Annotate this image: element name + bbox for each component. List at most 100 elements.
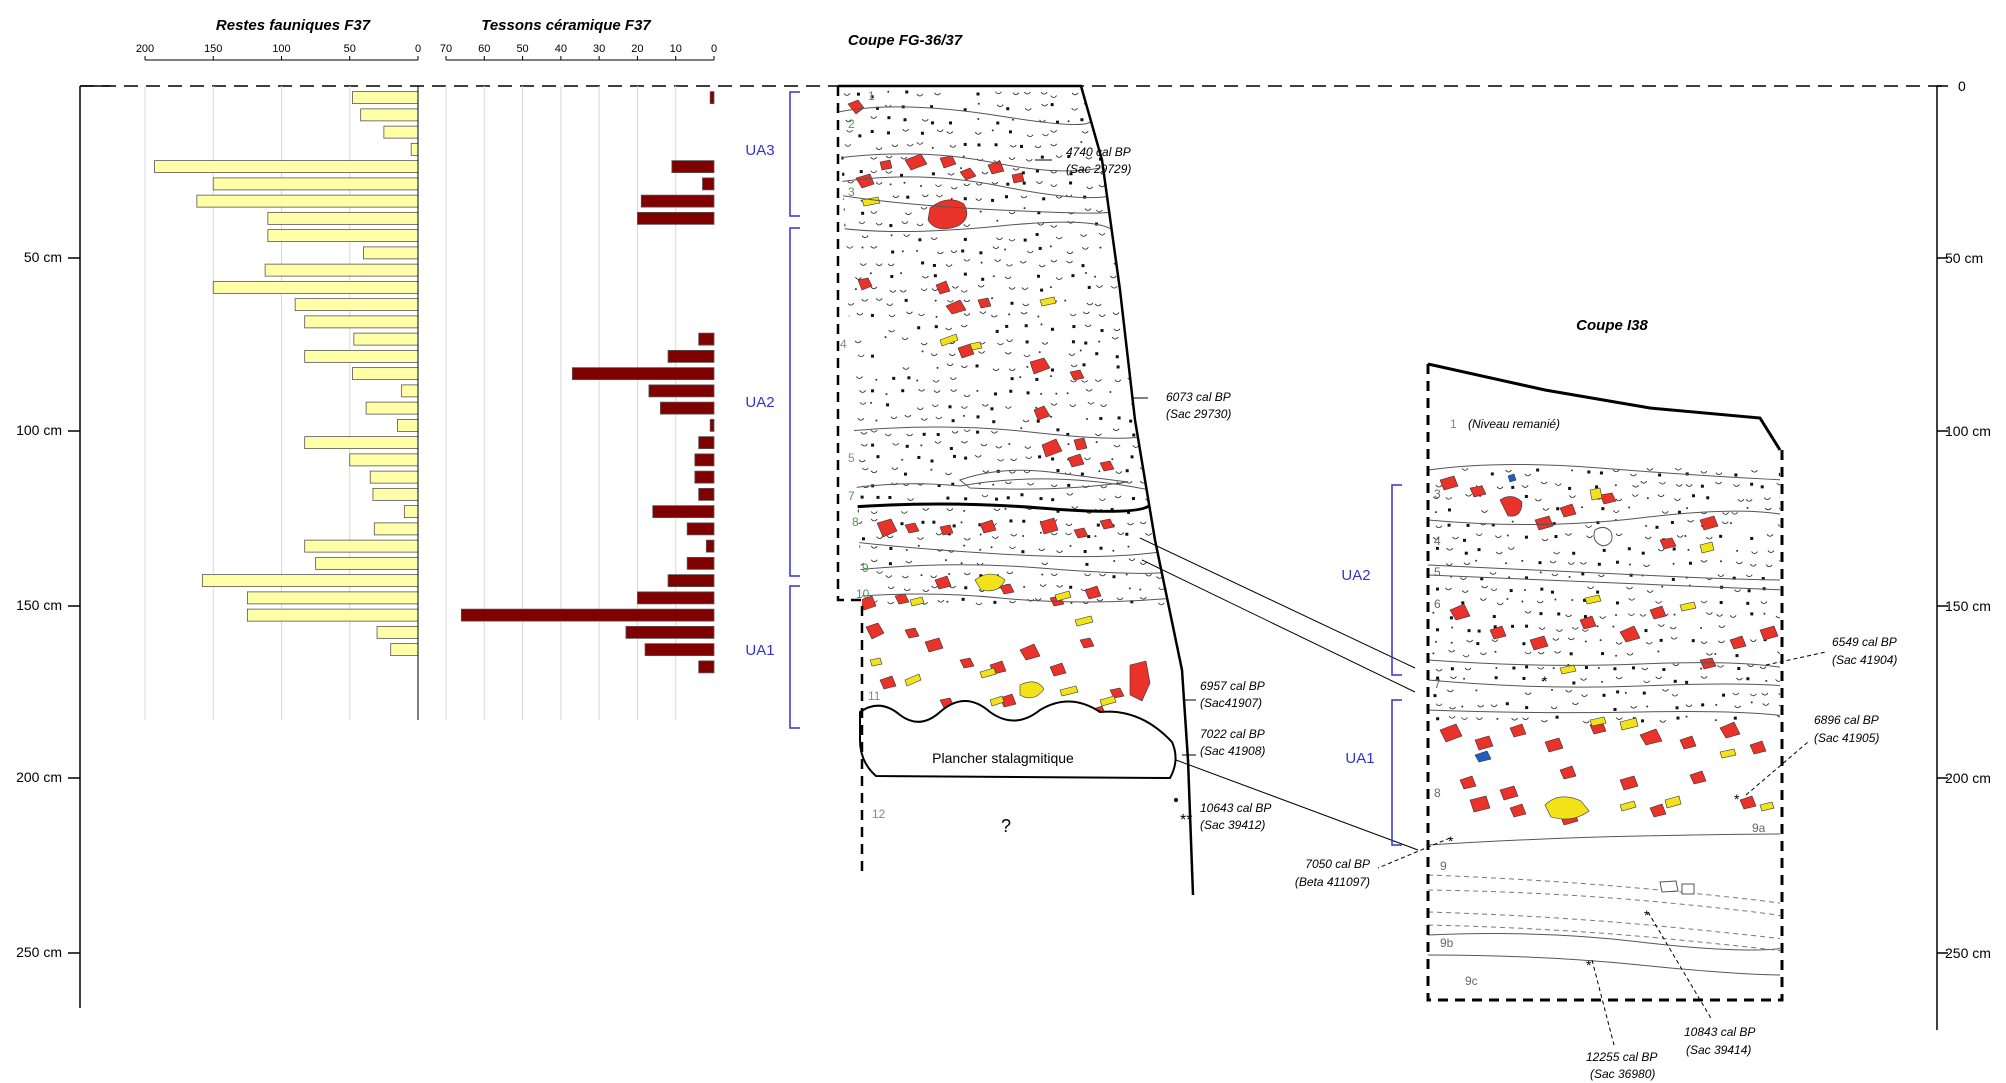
depth-label-right: 200 cm bbox=[1945, 770, 1991, 786]
fauna-bar bbox=[267, 229, 419, 243]
ceramic-bar bbox=[698, 332, 715, 346]
ua-label: UA1 bbox=[1345, 750, 1374, 767]
fg-layer-number: 12 bbox=[872, 807, 886, 821]
ua-brackets-fg bbox=[789, 91, 800, 729]
fg-date-markers bbox=[1035, 159, 1196, 756]
ceramic-bar bbox=[460, 608, 715, 622]
ceramic-chart-title: Tessons céramique F37 bbox=[481, 17, 651, 34]
fauna-tick-label: 0 bbox=[415, 43, 421, 55]
ua-label: UA3 bbox=[745, 142, 774, 159]
date-lab: (Beta 411097) bbox=[1295, 875, 1370, 889]
section-fg-title: Coupe FG-36/37 bbox=[848, 32, 963, 49]
sample-asterisk: * bbox=[1644, 907, 1650, 923]
date-age: 6549 cal BP bbox=[1832, 635, 1897, 649]
sample-asterisk: ** bbox=[1180, 812, 1192, 829]
fauna-bar bbox=[390, 643, 419, 657]
fg-layer-number: 9 bbox=[862, 561, 869, 575]
fauna-bar bbox=[212, 280, 419, 294]
i38-layer-number: 9 bbox=[1440, 859, 1447, 873]
fauna-bar bbox=[212, 177, 419, 191]
sample-asterisk: * bbox=[1586, 957, 1592, 973]
fauna-tick-label: 200 bbox=[136, 43, 154, 55]
ceramic-bar bbox=[686, 556, 715, 570]
correlation-lines bbox=[1139, 537, 1419, 851]
date-lab: (Sac 41908) bbox=[1200, 744, 1265, 758]
i38-layer-boundaries bbox=[1428, 463, 1780, 976]
unknown-mark: ? bbox=[1001, 816, 1011, 836]
fauna-chart-title: Restes fauniques F37 bbox=[216, 17, 371, 34]
ceramic-bar bbox=[698, 436, 715, 450]
i38-top-edge bbox=[1427, 362, 1782, 451]
date-age: 6957 cal BP bbox=[1200, 679, 1265, 693]
fauna-bar bbox=[349, 453, 419, 467]
stalagmitic-floor bbox=[859, 700, 1177, 780]
ceramic-tick-label: 20 bbox=[631, 43, 643, 55]
date-age: 6073 cal BP bbox=[1166, 390, 1231, 404]
fauna-bar bbox=[397, 418, 419, 432]
i38-block bbox=[1659, 880, 1695, 895]
fg-bold-boundary bbox=[838, 502, 1152, 513]
date-lab: (Sac 39412) bbox=[1200, 818, 1265, 832]
fg-layer-number: 1 bbox=[868, 89, 875, 103]
i38-clasts-red bbox=[1439, 475, 1779, 826]
depth-label-left: 200 cm bbox=[16, 769, 62, 785]
ceramic-bar bbox=[640, 194, 715, 208]
ceramic-bar bbox=[702, 177, 715, 191]
fauna-bar bbox=[352, 367, 419, 381]
date-age: 7022 cal BP bbox=[1200, 727, 1265, 741]
i38-dashed-edge bbox=[1426, 364, 1784, 1002]
ceramic-bar bbox=[652, 505, 715, 519]
i38-layer-number: 3 bbox=[1434, 487, 1441, 501]
fg-lens bbox=[958, 469, 1129, 490]
i38-layer-number: 9a bbox=[1752, 821, 1766, 835]
i38-clasts-yellow bbox=[1544, 487, 1775, 820]
fauna-bar bbox=[294, 298, 419, 312]
depth-label-left: 150 cm bbox=[16, 597, 62, 613]
date-age: 10643 cal BP bbox=[1200, 801, 1271, 815]
fauna-bar bbox=[246, 591, 419, 605]
fauna-bar bbox=[352, 91, 419, 105]
stalagmitic-floor-label: Plancher stalagmitique bbox=[932, 750, 1074, 766]
fg-layer-number: 10 bbox=[856, 587, 870, 601]
ceramic-tick-label: 70 bbox=[440, 43, 452, 55]
date-lab: (Sac 41904) bbox=[1832, 653, 1897, 667]
date-lab: (Sac 39414) bbox=[1686, 1043, 1751, 1057]
ua-label: UA2 bbox=[745, 394, 774, 411]
i38-layer-number: 7 bbox=[1434, 677, 1441, 691]
ceramic-bar bbox=[709, 418, 715, 432]
i38-layer-number: 9c bbox=[1465, 974, 1478, 988]
ceramic-bar bbox=[686, 522, 715, 536]
date-lab: (Sac 29729) bbox=[1066, 162, 1131, 176]
ua-brackets-i38 bbox=[1391, 484, 1402, 846]
depth-label-right: 100 cm bbox=[1945, 423, 1991, 439]
date-age: 6896 cal BP bbox=[1814, 713, 1879, 727]
i38-layer-number: 5 bbox=[1434, 565, 1441, 579]
fauna-bar bbox=[365, 401, 419, 415]
fauna-bars bbox=[154, 91, 419, 657]
depth-axis-right: 0 50 cm 100 cm 150 cm 200 cm 250 cm bbox=[1936, 78, 1991, 1030]
fauna-bar bbox=[373, 522, 419, 536]
fauna-tick-label: 150 bbox=[204, 43, 222, 55]
ceramic-bar bbox=[667, 349, 715, 363]
sample-asterisk: * bbox=[1734, 791, 1740, 807]
fg-layer-number: 5 bbox=[848, 451, 855, 465]
fauna-bar bbox=[304, 315, 419, 329]
fg-layer-number: 11 bbox=[868, 689, 881, 703]
ceramic-bar bbox=[637, 211, 715, 225]
section-i38: Coupe I38 bbox=[1295, 317, 1898, 1081]
i38-layer1-note: (Niveau remanié) bbox=[1468, 417, 1560, 431]
fauna-bar bbox=[410, 142, 419, 156]
fauna-bar bbox=[264, 263, 419, 277]
fauna-bar bbox=[362, 246, 419, 260]
ceramic-tick-label: 30 bbox=[593, 43, 605, 55]
date-age: 10843 cal BP bbox=[1684, 1025, 1755, 1039]
i38-block bbox=[1593, 526, 1613, 547]
i38-layer-number: 9b bbox=[1440, 936, 1454, 950]
section-i38-title: Coupe I38 bbox=[1576, 317, 1648, 334]
ceramic-bars bbox=[460, 91, 715, 674]
fg-layer-number: 2 bbox=[848, 117, 855, 131]
